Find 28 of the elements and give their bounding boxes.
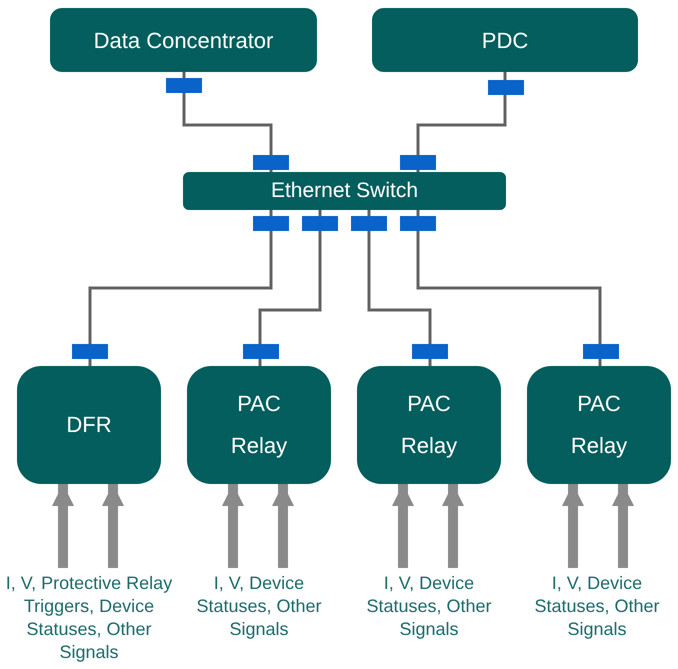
- device-label: Data Concentrator: [94, 26, 274, 54]
- arrow: [562, 484, 584, 568]
- arrow: [612, 484, 634, 568]
- arrow: [272, 484, 294, 568]
- arrow: [52, 484, 74, 568]
- device-label: PAC Relay: [400, 390, 458, 460]
- device-label: PDC: [482, 26, 528, 54]
- arrow: [442, 484, 464, 568]
- device-box: [357, 366, 501, 484]
- device-label: PAC Relay: [230, 390, 288, 460]
- device-label: Ethernet Switch: [270, 178, 418, 204]
- arrow: [392, 484, 414, 568]
- connector-line: [368, 210, 432, 366]
- device-box: [50, 8, 317, 72]
- device-box: [17, 366, 161, 484]
- device-box: [372, 8, 638, 72]
- connector-line: [416, 72, 506, 172]
- device-label: DFR: [65, 411, 113, 439]
- connector-line: [88, 210, 272, 366]
- device-box: [187, 366, 331, 484]
- device-box: [527, 366, 671, 484]
- arrow: [102, 484, 124, 568]
- arrow: [222, 484, 244, 568]
- connector-line: [258, 210, 322, 366]
- switch-box: [183, 172, 506, 210]
- connector-line: [182, 72, 272, 172]
- device-label: PAC Relay: [570, 390, 628, 460]
- connector-line: [416, 210, 602, 366]
